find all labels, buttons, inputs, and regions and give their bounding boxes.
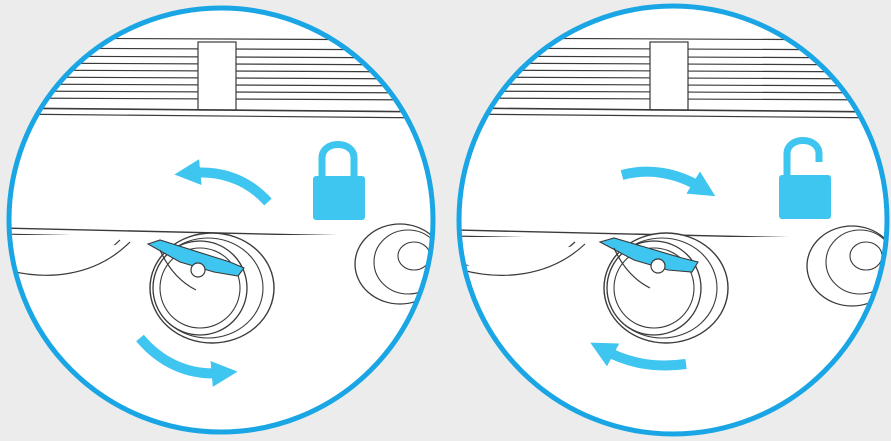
- panel-background: [9, 8, 433, 432]
- clockwise-arrow-icon: [620, 166, 716, 197]
- lock-open-icon: [779, 137, 831, 219]
- panel-unlocked: [456, 3, 890, 437]
- panel-locked: [6, 5, 436, 435]
- counterclockwise-arrow-icon: [174, 159, 272, 206]
- panel-background: [459, 6, 887, 434]
- counterclockwise-arrow-icon: [590, 342, 687, 371]
- clockwise-arrow-icon: [136, 334, 238, 387]
- left-wheel-partial: [9, 239, 131, 276]
- panel-ring: [6, 5, 436, 435]
- brake-pedal: [146, 239, 245, 291]
- panel-ring: [456, 3, 890, 437]
- brake-pedal: [598, 237, 699, 289]
- right-wheel-partial: [806, 225, 887, 307]
- left-wheel-partial: [459, 241, 586, 276]
- lock-closed-icon: [313, 141, 365, 220]
